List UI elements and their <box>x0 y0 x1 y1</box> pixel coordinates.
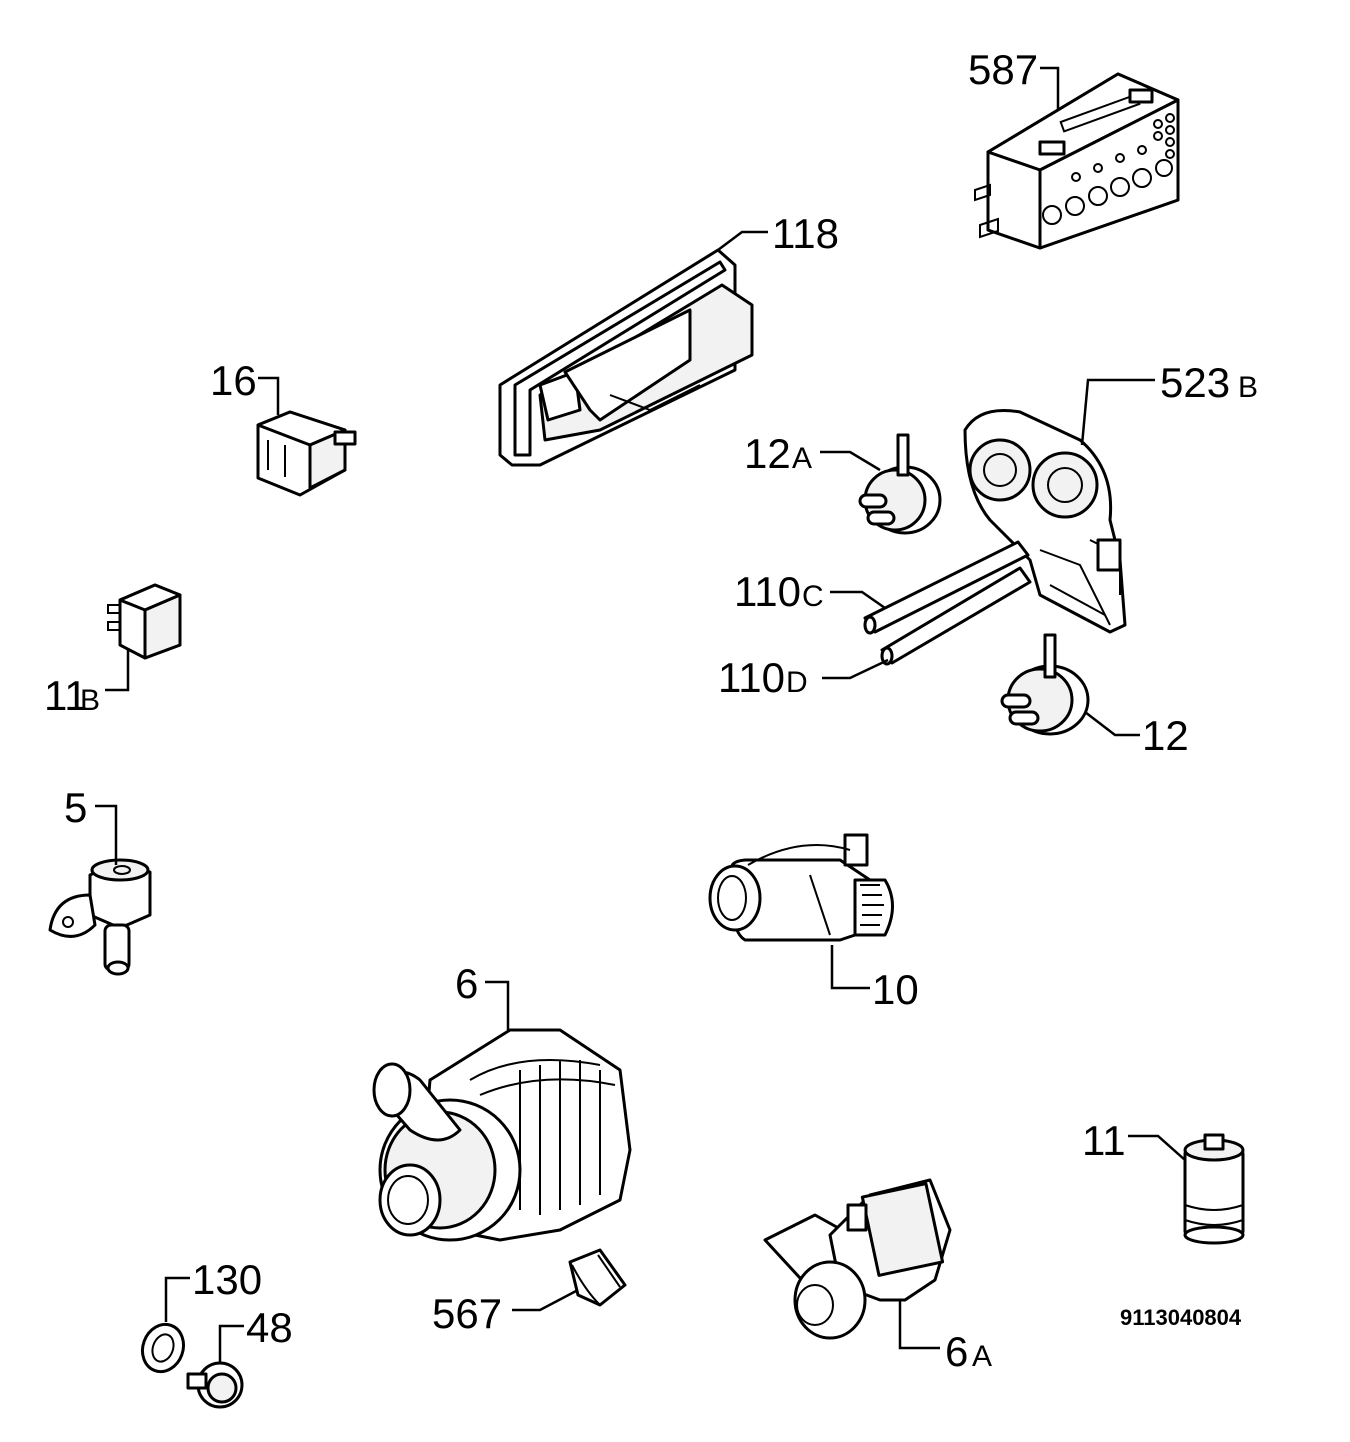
label-523: 523 <box>1160 359 1230 406</box>
part-12-pressure-switch: 12 <box>1000 633 1189 759</box>
part-118-cover: 118 <box>498 210 839 467</box>
part-48-plug: 48 <box>186 1304 293 1409</box>
label-587: 587 <box>968 46 1038 93</box>
label-6a: 6 <box>945 1328 968 1375</box>
part-12a-pressure-switch: 12 A <box>744 430 942 535</box>
label-12: 12 <box>1142 712 1189 759</box>
label-16: 16 <box>210 357 257 404</box>
label-130: 130 <box>192 1256 262 1303</box>
label-11: 11 <box>1082 1117 1126 1164</box>
part-16-relay: 16 <box>210 357 357 497</box>
part-11-capacitor: 11 <box>1082 1117 1245 1245</box>
drawing-code: 9113040804 <box>1120 1305 1242 1330</box>
label-12a: 12 <box>744 430 791 477</box>
part-6a-drain-pump: 6 A <box>763 1178 992 1375</box>
label-10: 10 <box>872 966 919 1013</box>
part-110c-hose: 110 C <box>734 540 1030 635</box>
label-110c-suffix: C <box>802 580 824 613</box>
part-11b-relay: 11 B <box>44 583 182 719</box>
part-110d-hose: 110 D <box>718 566 1032 701</box>
label-5: 5 <box>64 784 87 831</box>
label-118: 118 <box>772 210 839 257</box>
label-110d: 110 <box>718 654 785 701</box>
label-6a-suffix: A <box>972 1340 992 1373</box>
part-6-wash-motor: 6 <box>372 960 632 1242</box>
label-12a-suffix: A <box>792 442 812 475</box>
part-130-seal: 130 <box>140 1256 262 1374</box>
label-11b-suffix: B <box>80 684 100 717</box>
part-5-inlet-valve: 5 <box>48 784 152 976</box>
part-567-clip: 567 <box>432 1248 627 1337</box>
label-48: 48 <box>246 1304 293 1351</box>
label-11b: 11 <box>44 672 88 719</box>
part-10-heater: 10 <box>708 833 919 1013</box>
label-110c: 110 <box>734 568 801 615</box>
label-110d-suffix: D <box>786 666 808 699</box>
label-523-suffix: B <box>1238 371 1258 404</box>
label-567: 567 <box>432 1290 502 1337</box>
part-587-control-board: 587 <box>968 46 1180 250</box>
part-523b-valve-block: 523 B <box>963 359 1258 634</box>
label-6: 6 <box>455 960 478 1007</box>
